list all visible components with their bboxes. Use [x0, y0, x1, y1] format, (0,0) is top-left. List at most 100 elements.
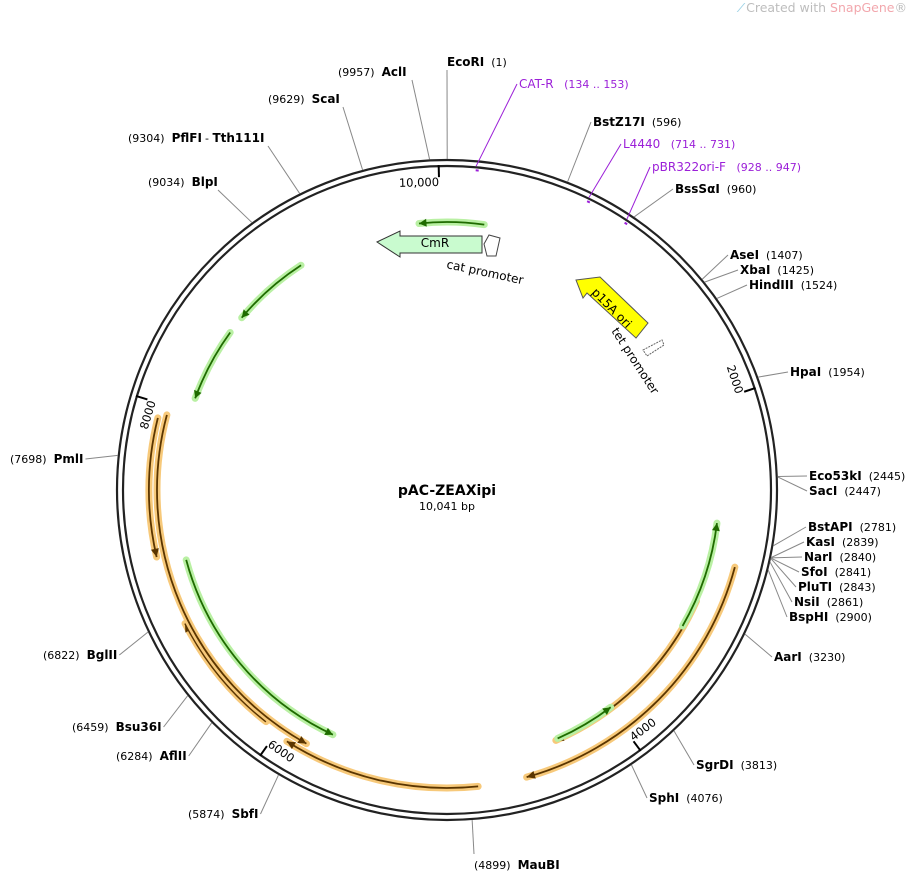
site-name: SacI: [809, 484, 837, 498]
feature-p15a-ori[interactable]: p15A ori: [575, 276, 649, 339]
arc-arrow-head: [241, 309, 250, 318]
site-ecori[interactable]: EcoRI (1): [446, 55, 507, 160]
site-position: (7698): [10, 453, 47, 466]
snapgene-watermark: ⁄Created with SnapGene®: [740, 0, 907, 15]
svg-text:SfoI (2841): SfoI (2841): [801, 565, 871, 579]
site-position: (9304): [128, 132, 165, 145]
orf-arc[interactable]: [283, 737, 482, 792]
site-maubi[interactable]: (4899) MauBI: [471, 820, 560, 872]
site-name: BspHI: [789, 610, 828, 624]
site-name: PluTI: [798, 580, 832, 594]
arc-arrow-head: [602, 707, 611, 715]
site-leader: [163, 695, 189, 728]
site-pmli[interactable]: (7698) PmlI: [10, 452, 118, 466]
svg-text:BstAPI (2781): BstAPI (2781): [808, 520, 896, 534]
orf-arc[interactable]: [145, 414, 162, 561]
svg-text:(9304) PflFI: (9304) PflFI: [128, 131, 202, 145]
site-nsii[interactable]: NsiI (2861): [769, 561, 863, 609]
site-position: (596): [652, 116, 682, 129]
site-aari[interactable]: AarI (3230): [744, 633, 845, 664]
arc-arrow-head: [711, 523, 720, 532]
site-name: Tth111I: [212, 131, 264, 145]
orf-arc[interactable]: [523, 563, 739, 781]
svg-text:AarI (3230): AarI (3230): [774, 650, 845, 664]
tick-mark: [259, 745, 268, 757]
site-kasi[interactable]: KasI (2839): [770, 535, 879, 559]
site-leader: [119, 631, 149, 656]
site-sfoi[interactable]: SfoI (2841): [770, 557, 871, 579]
site-name: KasI: [806, 535, 835, 549]
site-hpai[interactable]: HpaI (1954): [758, 365, 865, 379]
site-name: NarI: [804, 550, 833, 564]
site-bsphi[interactable]: BspHI (2900): [767, 569, 872, 624]
site-xbai[interactable]: XbaI (1425): [704, 263, 814, 283]
site-leader: [758, 371, 789, 378]
svg-text:BssSαI (960): BssSαI (960): [675, 182, 756, 196]
site-sbfi[interactable]: (5874) SbfI: [188, 774, 279, 821]
site-leader: [770, 557, 800, 573]
site-bstapi[interactable]: BstAPI (2781): [773, 520, 896, 547]
site-leader: [188, 722, 213, 757]
svg-text:(7698) PmlI: (7698) PmlI: [10, 452, 83, 466]
site-bsssαi[interactable]: BssSαI (960): [633, 182, 756, 218]
tet-promoter-arrow: [642, 339, 665, 357]
feature-cmr[interactable]: CmR: [375, 230, 483, 258]
primer-leader: [626, 166, 651, 220]
site-position: (1524): [801, 279, 838, 292]
plasmid-size: 10,041 bp: [419, 500, 475, 513]
gene-arc[interactable]: [679, 519, 721, 630]
gene-arc[interactable]: [238, 261, 305, 322]
primer-l4440[interactable]: L4440 (714 .. 731): [586, 137, 735, 204]
site-leader: [260, 774, 279, 815]
site-name: SgrDI: [696, 758, 734, 772]
site-position: (2445): [869, 470, 906, 483]
svg-text:(9034) BlpI: (9034) BlpI: [148, 175, 218, 189]
site-position: (3230): [809, 651, 846, 664]
plasmid-backbone: [115, 158, 779, 822]
orf-arc[interactable]: [153, 411, 310, 748]
site-sgrdi[interactable]: SgrDI (3813): [673, 730, 777, 772]
site-bglii[interactable]: (6822) BglII: [43, 631, 149, 662]
svg-text:SgrDI (3813): SgrDI (3813): [696, 758, 777, 772]
arc-arrow-head: [194, 389, 202, 399]
svg-text:KasI (2839): KasI (2839): [806, 535, 879, 549]
svg-text:Eco53kI (2445): Eco53kI (2445): [809, 469, 905, 483]
site-hindiii[interactable]: HindIII (1524): [716, 278, 838, 299]
gene-arc[interactable]: [182, 556, 337, 739]
site-blpi[interactable]: (9034) BlpI: [148, 175, 253, 223]
site-nari[interactable]: NarI (2840): [770, 550, 876, 564]
site-acli[interactable]: (9957) AclI: [338, 65, 431, 160]
svg-text:SphI (4076): SphI (4076): [649, 791, 723, 805]
site-leader: [701, 254, 729, 280]
site-name: BglII: [87, 648, 118, 662]
site-scai[interactable]: (9629) ScaI: [268, 92, 364, 171]
site-position: (6459): [72, 721, 109, 734]
site-pluti[interactable]: PluTI (2843): [770, 558, 876, 594]
site-position: (2843): [839, 581, 876, 594]
gene-arc[interactable]: [191, 328, 234, 402]
site-leader: [770, 556, 803, 559]
site-asei[interactable]: AseI (1407): [701, 248, 803, 280]
site-name: NsiI: [794, 595, 820, 609]
snapgene-logo-icon: ⁄: [740, 0, 743, 15]
gene-arc[interactable]: [554, 703, 615, 742]
site-bsu36i[interactable]: (6459) Bsu36I: [72, 695, 189, 734]
site-saci[interactable]: SacI (2447): [777, 476, 881, 498]
gene-arc[interactable]: [415, 218, 488, 229]
site-aflii[interactable]: (6284) AflII: [116, 722, 213, 763]
primer-cat-r[interactable]: CAT-R (134 .. 153): [475, 77, 629, 172]
cmr-arrow: [375, 230, 483, 258]
site-eco53ki[interactable]: Eco53kI (2445): [777, 469, 906, 483]
cat-promoter-label: cat promoter: [445, 257, 524, 287]
site-name: EcoRI: [447, 55, 484, 69]
site-position: (2900): [835, 611, 872, 624]
site-position: (2839): [842, 536, 879, 549]
arc-arrow-head: [526, 771, 536, 779]
site-bstz17i[interactable]: BstZ17I (596): [567, 115, 682, 182]
primer-mark: [624, 221, 628, 226]
primer-pbr322ori-f[interactable]: pBR322ori-F (928 .. 947): [624, 160, 801, 226]
site-tth111i[interactable]: - Tth111I: [205, 131, 264, 145]
site-sphi[interactable]: SphI (4076): [630, 764, 723, 805]
site-pflfi[interactable]: (9304) PflFI: [128, 131, 301, 194]
primer-position: (134 .. 153): [564, 78, 629, 91]
